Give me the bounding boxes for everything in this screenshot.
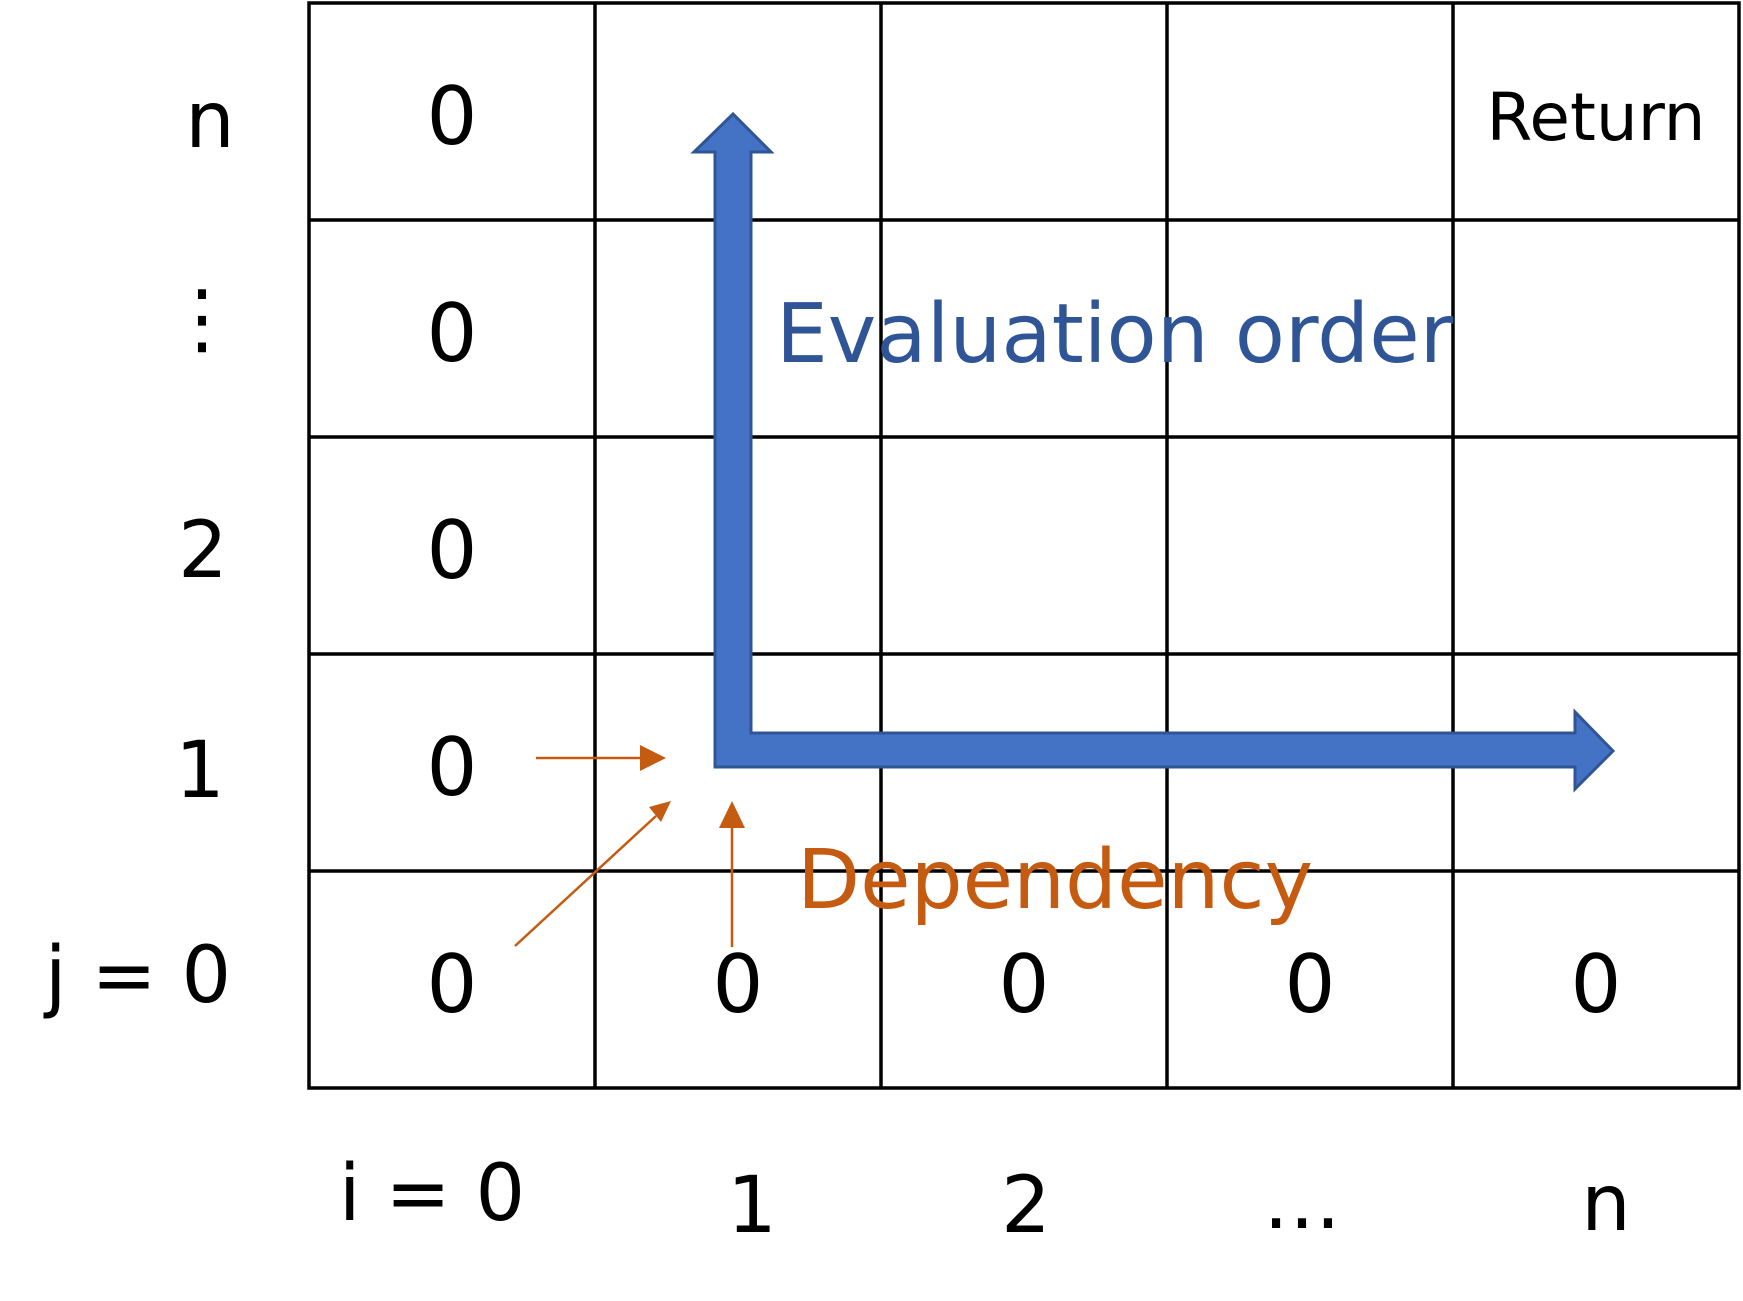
evaluation-order-arrow: [690, 111, 1616, 793]
cell-value: 0: [427, 938, 478, 1031]
cell-value: 0: [1285, 938, 1336, 1031]
cell-value: 0: [427, 721, 478, 814]
row-labels: n ⋮ 2 1 j = 0: [43, 76, 241, 1021]
cell-value: 0: [427, 70, 478, 163]
cell-value: 0: [999, 938, 1050, 1031]
col-labels: i = 0 1 2 … n: [339, 1149, 1631, 1251]
cell-value: 0: [713, 938, 764, 1031]
cell-value: 0: [427, 504, 478, 597]
dependency-arrow-below: [719, 801, 745, 947]
dependency-arrows: [514, 745, 745, 947]
cell-value-return: Return: [1486, 79, 1705, 156]
cell-value: 0: [1571, 938, 1622, 1031]
dependency-arrow-diagonal: [514, 801, 671, 947]
row-label-ellipsis: ⋮: [163, 274, 241, 364]
col-label-ellipsis: …: [1263, 1157, 1341, 1247]
dependency-arrow-left: [536, 745, 666, 771]
col-label-1: 1: [727, 1161, 777, 1251]
row-label-2: 2: [178, 506, 228, 596]
row-label-1: 1: [175, 726, 225, 816]
dp-grid: [307, 1, 1741, 1090]
col-label-i0: i = 0: [339, 1149, 525, 1239]
row-label-j0: j = 0: [43, 931, 231, 1021]
col-label-n: n: [1581, 1159, 1630, 1249]
grid-border: [307, 1, 1741, 1090]
dependency-label: Dependency: [797, 833, 1313, 928]
col-label-2: 2: [1001, 1161, 1051, 1251]
evaluation-order-label: Evaluation order: [776, 287, 1454, 382]
cell-values: 0 Return 0 0 0 0 0 0 0 0: [427, 70, 1706, 1031]
row-label-n: n: [185, 76, 234, 166]
cell-value: 0: [427, 287, 478, 380]
